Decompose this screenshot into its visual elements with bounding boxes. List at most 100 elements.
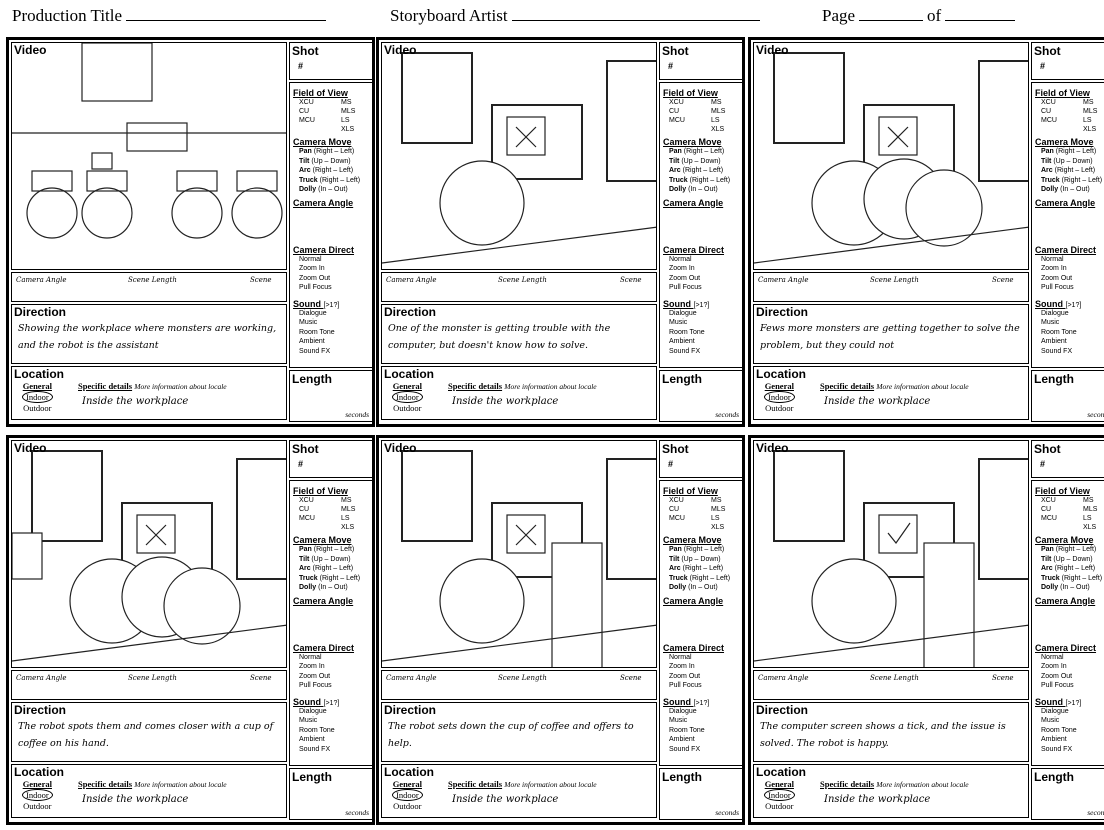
location-text: Inside the workplace (82, 396, 189, 407)
move-name: Truck (299, 574, 318, 582)
specific-details: Specific details More information about … (78, 779, 227, 789)
seconds-label: seconds (345, 410, 369, 419)
outdoor-option: Outdoor (765, 801, 794, 811)
camera-direct-option: Normal (299, 653, 322, 661)
location-text: Inside the workplace (452, 794, 559, 805)
move-direction: (Up – Down) (1053, 157, 1093, 165)
indoor-option-selected: Indoor (22, 789, 53, 801)
camera-move-option: Arc (Right – Left) (669, 564, 742, 574)
camera-direct-heading: Camera Direct (293, 642, 355, 653)
move-name: Tilt (1041, 555, 1052, 563)
outdoor-option: Outdoor (23, 801, 52, 811)
camera-info-strip: Camera Angle Scene Length Scene (381, 670, 657, 700)
fov-option: MLS (341, 108, 356, 115)
scene-length-label: Scene Length (128, 276, 177, 284)
sound-option: Dialogue (1041, 309, 1069, 317)
camera-direct-option: Pull Focus (1041, 682, 1074, 689)
fov-option: XLS (1083, 126, 1097, 133)
more-info-label: More information about locale (134, 382, 227, 391)
camera-move-option: Tilt (Up – Down) (299, 555, 372, 565)
move-name: Pan (669, 148, 682, 155)
move-direction: (Right – Left) (1061, 176, 1103, 184)
sound-note: [>1?] (323, 699, 340, 707)
storyboard-artist-label: Storyboard Artist (390, 6, 508, 25)
robot (91, 152, 113, 170)
side-monitor (31, 450, 103, 542)
direction-text: The robot spots them and comes closer wi… (18, 721, 274, 749)
side-monitor (401, 52, 473, 144)
camera-direct-option: Zoom Out (299, 672, 331, 680)
sound-option: Sound FX (1041, 745, 1073, 753)
sound-option: Music (669, 319, 688, 326)
camera-angle-heading: Camera Angle (1035, 595, 1096, 606)
video-frame: Video (753, 42, 1029, 270)
shot-box: Shot# (289, 42, 372, 80)
move-direction: (In – Out) (1060, 584, 1090, 591)
move-direction: (Right – Left) (313, 148, 355, 155)
camera-move-options: Pan (Right – Left)Tilt (Up – Down)Arc (R… (1035, 147, 1104, 195)
desk-edge (382, 226, 656, 264)
shot-box: Shot# (659, 42, 742, 80)
camera-move-option: Dolly (In – Out) (299, 583, 372, 593)
more-info-label: More information about locale (134, 780, 227, 789)
move-name: Arc (299, 167, 311, 174)
scene-length-label: Scene Length (870, 674, 919, 682)
direction-label: Direction (756, 305, 809, 319)
camera-move-option: Dolly (In – Out) (1041, 583, 1104, 593)
camera-direct-option: Pull Focus (669, 284, 702, 291)
right-monitor (978, 60, 1028, 182)
length-label: Length (662, 770, 702, 784)
specific-details: Specific details More information about … (448, 381, 597, 391)
page-label: Page (822, 6, 856, 25)
direction-text: The computer screen shows a tick, and th… (760, 721, 1006, 749)
move-name: Dolly (299, 186, 317, 193)
camera-move-option: Truck (Right – Left) (669, 574, 742, 584)
direction-label: Direction (384, 703, 437, 717)
error-mark (515, 524, 537, 546)
camera-move-option: Arc (Right – Left) (299, 166, 372, 176)
storyboard-artist-field[interactable]: Storyboard Artist (390, 6, 764, 26)
screen-window (878, 514, 918, 554)
video-label: Video (756, 43, 789, 57)
desk-edge (382, 624, 656, 662)
specific-details-label: Specific details (78, 381, 133, 391)
seconds-label: seconds (1087, 808, 1104, 817)
move-name: Tilt (669, 157, 680, 165)
fov-option: MS (1083, 497, 1094, 504)
move-direction: (Right – Left) (683, 148, 725, 155)
move-direction: (In – Out) (688, 584, 718, 591)
video-label: Video (384, 441, 417, 455)
camera-move-option: Truck (Right – Left) (299, 574, 372, 584)
scene-label: Scene (992, 674, 1014, 682)
length-label: Length (1034, 770, 1074, 784)
error-mark (887, 126, 909, 148)
camera-direct-option: Zoom In (299, 265, 325, 272)
right-monitor (978, 458, 1028, 580)
camera-direct-option: Normal (1041, 653, 1064, 661)
move-name: Pan (669, 546, 682, 553)
sound-note: [>1?] (693, 699, 710, 707)
field-of-view-heading: Field of View (293, 88, 348, 98)
sound-option: Music (1041, 717, 1060, 724)
camera-move-options: Pan (Right – Left)Tilt (Up – Down)Arc (R… (293, 545, 372, 593)
fov-option: LS (711, 117, 720, 124)
fov-option: MS (1083, 99, 1094, 106)
sound-note: [>1?] (1065, 301, 1082, 309)
seconds-label: seconds (715, 410, 739, 419)
shot-label: Shot (1034, 44, 1061, 58)
location-text: Inside the workplace (824, 794, 931, 805)
camera-direct-option: Zoom Out (299, 274, 331, 282)
direction-label: Direction (756, 703, 809, 717)
camera-move-options: Pan (Right – Left)Tilt (Up – Down)Arc (R… (663, 147, 742, 195)
camera-move-options: Pan (Right – Left)Tilt (Up – Down)Arc (R… (293, 147, 372, 195)
production-title-field[interactable]: Production Title (12, 6, 330, 26)
camera-move-heading: Camera Move (1035, 137, 1094, 147)
